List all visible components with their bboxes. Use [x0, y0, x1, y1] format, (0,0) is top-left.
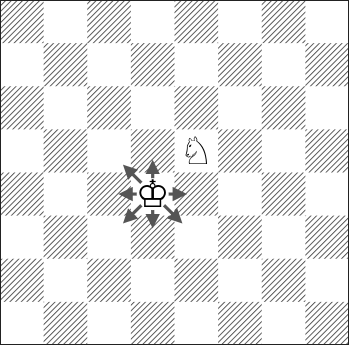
dark-square-f1 — [218, 302, 262, 345]
light-square-g1 — [262, 302, 306, 345]
dark-square-d7 — [131, 43, 175, 87]
dark-square-b3 — [44, 216, 88, 260]
light-square-g7 — [262, 43, 306, 87]
dark-square-b7 — [44, 43, 88, 87]
dark-square-a6 — [0, 86, 44, 130]
dark-square-f3 — [218, 216, 262, 260]
light-square-c5 — [87, 129, 131, 173]
light-square-f2 — [218, 259, 262, 303]
light-square-f4 — [218, 173, 262, 217]
dark-square-c2 — [87, 259, 131, 303]
light-square-e1 — [175, 302, 219, 345]
white-king-icon: ♔ — [136, 172, 170, 216]
light-square-g5 — [262, 129, 306, 173]
dark-square-h3 — [305, 216, 349, 260]
dark-square-a4 — [0, 173, 44, 217]
dark-square-d1 — [131, 302, 175, 345]
light-square-a1 — [0, 302, 44, 345]
light-square-b8 — [44, 0, 88, 44]
light-square-d8 — [131, 0, 175, 44]
dark-square-g4 — [262, 173, 306, 217]
light-square-d2 — [131, 259, 175, 303]
dark-square-a8 — [0, 0, 44, 44]
light-square-d6 — [131, 86, 175, 130]
dark-square-f5 — [218, 129, 262, 173]
dark-square-b5 — [44, 129, 88, 173]
light-square-a5 — [0, 129, 44, 173]
dark-square-b1 — [44, 302, 88, 345]
light-square-h2 — [305, 259, 349, 303]
dark-square-f7 — [218, 43, 262, 87]
light-square-h4 — [305, 173, 349, 217]
dark-square-e6 — [175, 86, 219, 130]
light-square-b2 — [44, 259, 88, 303]
dark-square-h5 — [305, 129, 349, 173]
dark-square-g6 — [262, 86, 306, 130]
light-square-c7 — [87, 43, 131, 87]
light-square-b4 — [44, 173, 88, 217]
dark-square-c8 — [87, 0, 131, 44]
light-square-a7 — [0, 43, 44, 87]
dark-square-g8 — [262, 0, 306, 44]
light-square-b6 — [44, 86, 88, 130]
white-knight-icon: ♘ — [179, 129, 213, 173]
light-square-h8 — [305, 0, 349, 44]
dark-square-a2 — [0, 259, 44, 303]
light-square-e3 — [175, 216, 219, 260]
light-square-e7 — [175, 43, 219, 87]
light-square-g3 — [262, 216, 306, 260]
dark-square-g2 — [262, 259, 306, 303]
light-square-c1 — [87, 302, 131, 345]
light-square-a3 — [0, 216, 44, 260]
dark-square-e8 — [175, 0, 219, 44]
dark-square-c6 — [87, 86, 131, 130]
dark-square-h1 — [305, 302, 349, 345]
dark-square-e2 — [175, 259, 219, 303]
light-square-f8 — [218, 0, 262, 44]
light-square-c3 — [87, 216, 131, 260]
dark-square-h7 — [305, 43, 349, 87]
light-square-f6 — [218, 86, 262, 130]
light-square-h6 — [305, 86, 349, 130]
